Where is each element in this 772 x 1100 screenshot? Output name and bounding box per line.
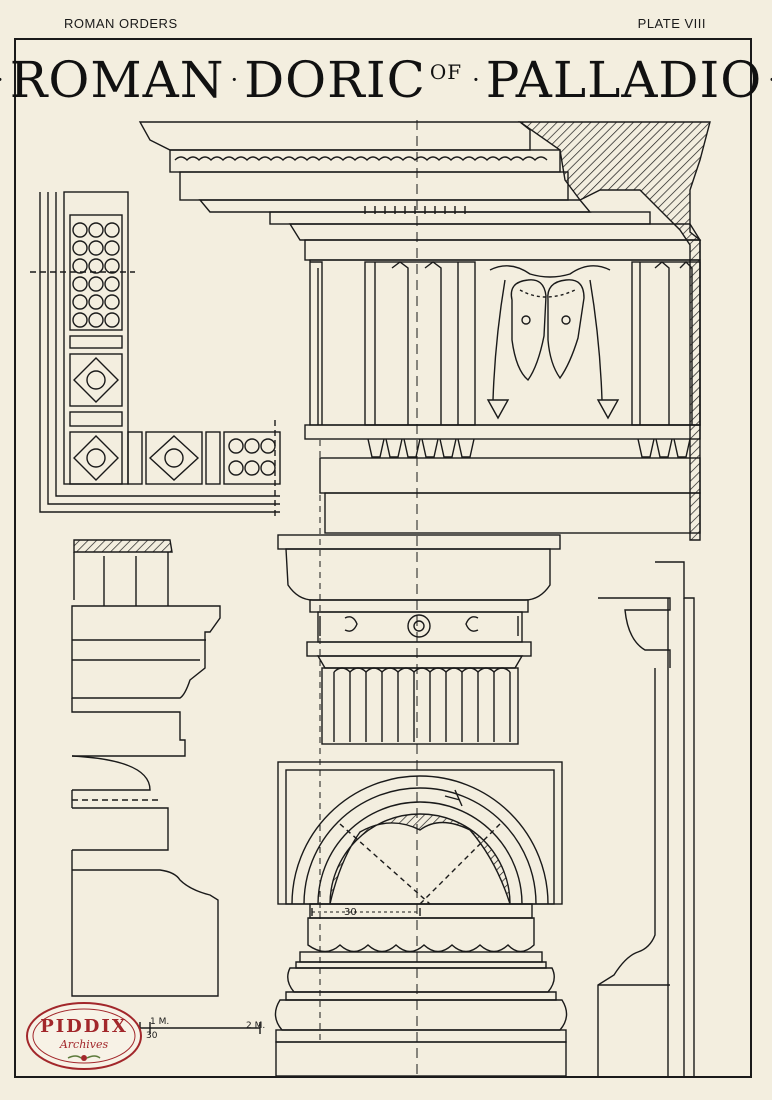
title-ornament: · — [230, 66, 239, 94]
scale-label-2: 2 M. — [246, 1021, 265, 1031]
series-label: ROMAN ORDERS — [64, 16, 178, 31]
plate-border — [14, 38, 752, 1078]
fluted-neck — [321, 667, 519, 745]
triglyph — [364, 261, 476, 426]
rosette-panel — [69, 431, 123, 485]
bucranium-icon — [486, 265, 620, 420]
soffit-plan — [30, 191, 281, 520]
title-ornament: · — [472, 66, 480, 94]
dimension-label: 30 — [344, 907, 357, 918]
title-word-roman: ROMAN — [9, 51, 225, 109]
capital — [277, 534, 561, 745]
rosette-icon — [407, 614, 431, 638]
logo-subtitle: Archives — [59, 1038, 109, 1051]
title-word-of: OF — [429, 60, 463, 84]
coffer-circles — [72, 222, 120, 328]
scale-label-1: 1 M. — [150, 1017, 169, 1027]
triglyph-partial — [310, 261, 323, 425]
guttae — [367, 438, 691, 458]
cornice-profile — [71, 539, 221, 997]
piddix-logo: PIDDIX Archives — [24, 1000, 144, 1072]
logo-wordmark: PIDDIX — [40, 1016, 128, 1037]
title-ornament: · — [768, 66, 772, 94]
rosette-panel — [69, 353, 123, 407]
dimension-line — [311, 908, 421, 916]
column-base — [274, 903, 568, 1077]
plate-number: PLATE VIII — [637, 16, 706, 31]
title-word-palladio: PALLADIO — [485, 51, 763, 109]
arch-impost — [277, 761, 563, 905]
title-word-doric: DORIC — [244, 51, 426, 109]
egg-and-dart-moulding — [174, 156, 548, 161]
entablature — [138, 121, 711, 541]
plate-title: · ROMAN · DORIC OF · PALLADIO · — [0, 50, 772, 110]
scale-label-1b: 30 — [146, 1031, 158, 1041]
title-ornament: · — [0, 66, 4, 94]
rosette-panel — [145, 431, 203, 485]
impost-profile — [597, 561, 695, 1076]
coffer-circles — [223, 431, 281, 485]
frieze — [304, 239, 701, 534]
